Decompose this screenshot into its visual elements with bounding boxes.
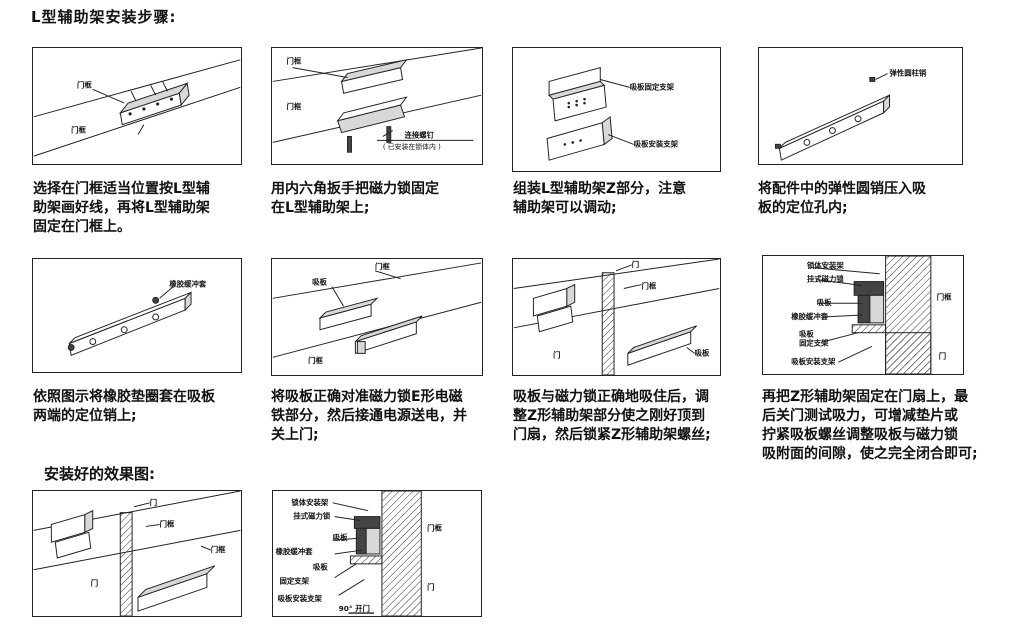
result-2-label-j: 门	[427, 582, 434, 591]
step-3-label-b: 吸板安装支架	[634, 139, 679, 148]
result-diagram-2: 锁体安装架 挂式磁力锁 吸板 橡胶缓冲套 吸板 固定支架 吸板安装支架 90° …	[272, 490, 482, 617]
step-6-diagram: 吸板 门框 门框	[271, 258, 483, 376]
step-5-diagram: 橡胶缓冲套	[32, 258, 242, 373]
step-7-diagram: 门 门框 门 吸板	[512, 258, 721, 376]
step-8-label-c: 吸板	[817, 298, 832, 307]
step-7-label-b: 门框	[642, 281, 657, 290]
result-2-label-e: 吸板	[313, 563, 328, 572]
step-4-diagram: 弹性圆柱销	[758, 47, 963, 165]
result-diagram-1: 门 门框 门框 门	[32, 490, 242, 617]
step-1-caption: 选择在门框适当位置按L型辅 助架画好线，再将L型辅助架 固定在门框上。	[33, 181, 210, 235]
step-5-caption: 依照图示将橡胶垫圈套在吸板 两端的定位销上;	[33, 389, 215, 424]
step-3-label-a: 吸板固定支架	[630, 82, 675, 91]
page-title: L型辅助架安装步骤:	[31, 8, 177, 26]
step-4-label-a: 弹性圆柱销	[890, 69, 927, 78]
step-6-caption: 将吸板正确对准磁力锁E形电磁 铁部分，然后接通电源送电，并 关上门;	[271, 389, 467, 443]
result-2-label-d: 橡胶缓冲套	[276, 547, 314, 556]
step-2-diagram: 门框 门框 连接螺钉 ( 已安装在锁体内 )	[271, 47, 483, 165]
step-3-caption: 组装L型辅助架Z部分，注意 辅助架可以调动;	[513, 181, 687, 216]
step-8-label-f: 吸板安装支架	[791, 357, 836, 366]
result-2-label-a: 锁体安装架	[290, 498, 329, 507]
step-1-label-a: 门框	[77, 80, 92, 89]
step-8-label-d: 橡胶缓冲套	[791, 312, 828, 321]
step-7-label-a: 门	[632, 260, 639, 269]
step-8-label-a: 锁体安装架	[806, 261, 844, 270]
step-2-label-a: 门框	[287, 57, 302, 66]
step-6-label-c: 门框	[308, 356, 323, 365]
step-8-label-e: 吸板固定支架	[799, 330, 829, 348]
step-7-label-c: 门	[553, 350, 560, 359]
step-8-label-h: 门	[939, 351, 946, 360]
step-8-label-g: 门框	[937, 292, 952, 301]
step-8-label-b: 挂式磁力锁	[807, 275, 844, 284]
result-2-label-f: 固定支架	[280, 577, 310, 586]
step-2-caption: 用内六角扳手把磁力锁固定 在L型辅助架上;	[271, 181, 439, 216]
result-2-label-i: 门框	[427, 523, 442, 532]
result-1-label-c: 门框	[211, 545, 226, 554]
result-2-label-b: 挂式磁力锁	[293, 512, 331, 521]
step-8-caption: 再把Z形辅助架固定在门扇上，最 后关门测试吸力，可增减垫片或 拧紧吸板螺丝调整吸…	[762, 389, 978, 462]
step-2-label-b: 门框	[287, 102, 302, 111]
step-2-label-d: ( 已安装在锁体内 )	[383, 142, 441, 151]
result-title: 安装好的效果图:	[44, 465, 155, 483]
step-1-label-b: 门框	[71, 126, 86, 135]
step-1-diagram: 门框 门框	[32, 47, 242, 165]
step-8-diagram: 锁体安装架 挂式磁力锁 吸板 橡胶缓冲套 吸板固定支架 吸板安装支架 门框 门	[762, 255, 964, 375]
step-4-caption: 将配件中的弹性圆销压入吸 板的定位孔内;	[758, 181, 926, 216]
result-2-label-h: 90° 开门	[339, 604, 370, 613]
result-2-label-c: 吸板	[333, 533, 348, 542]
step-3-diagram: 吸板固定支架 吸板安装支架	[512, 47, 721, 172]
result-1-label-b: 门框	[160, 519, 175, 528]
step-2-label-c: 连接螺钉	[405, 130, 435, 139]
result-2-label-g: 吸板安装支架	[278, 594, 323, 603]
step-5-label-a: 橡胶缓冲套	[169, 280, 206, 289]
step-7-label-d: 吸板	[695, 348, 710, 357]
step-6-label-b: 吸板	[312, 278, 327, 287]
result-1-label-a: 门	[150, 498, 157, 507]
step-6-label-a: 门框	[375, 262, 390, 271]
result-1-label-d: 门	[91, 578, 98, 587]
step-7-caption: 吸板与磁力锁正确地吸住后，调 整Z形辅助架部分使之刚好顶到 门扇，然后锁紧Z形辅…	[513, 389, 711, 443]
